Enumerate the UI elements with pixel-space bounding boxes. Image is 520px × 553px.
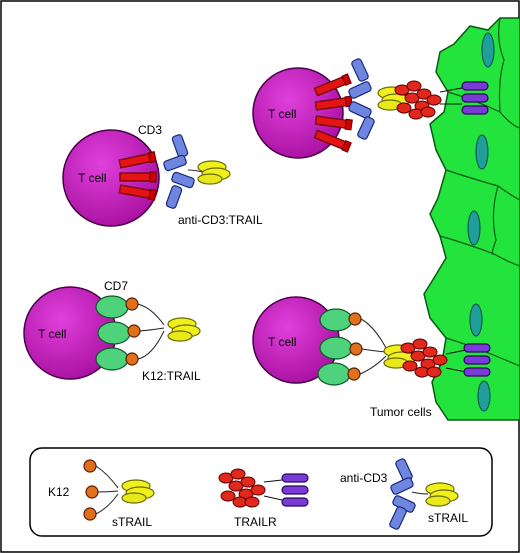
legend-strail-2: sTRAIL	[428, 511, 468, 525]
tcell-k12-free: T cell CD7 K12:TRAIL	[23, 279, 201, 383]
legend-trailr: TRAILR	[234, 515, 277, 529]
k12-trail-label: K12:TRAIL	[142, 369, 201, 383]
nucleus	[469, 303, 483, 337]
t-cell-label: T cell	[268, 107, 296, 121]
anti-cd3-trail-label: anti-CD3:TRAIL	[178, 213, 263, 227]
legend: K12 sTRAIL TRAILR anti-CD3 sTRAIL	[29, 447, 493, 537]
legend-anti-cd3: anti-CD3	[340, 471, 388, 485]
cd3-label: CD3	[138, 123, 162, 137]
legend-k12: K12	[48, 485, 70, 499]
tumor-cells-label: Tumor cells	[370, 405, 432, 419]
tcell-k12-engaged: T cell	[252, 296, 491, 386]
nucleus	[481, 32, 495, 68]
t-cell	[62, 129, 160, 227]
t-cell	[252, 67, 344, 159]
nucleus	[475, 134, 489, 170]
t-cell-label: T cell	[268, 335, 296, 349]
t-cell-label: T cell	[78, 171, 106, 185]
t-cell-label: T cell	[38, 327, 66, 341]
cd7-label: CD7	[104, 279, 128, 293]
legend-strail-1: sTRAIL	[112, 515, 152, 529]
nucleus	[467, 210, 481, 246]
nucleus	[477, 380, 491, 412]
tcell-anti-cd3-free: T cell CD3 anti-CD3:TRAIL	[62, 123, 263, 227]
tcell-anti-cd3-engaged: T cell	[252, 57, 489, 159]
tumor-cells	[423, 17, 520, 421]
